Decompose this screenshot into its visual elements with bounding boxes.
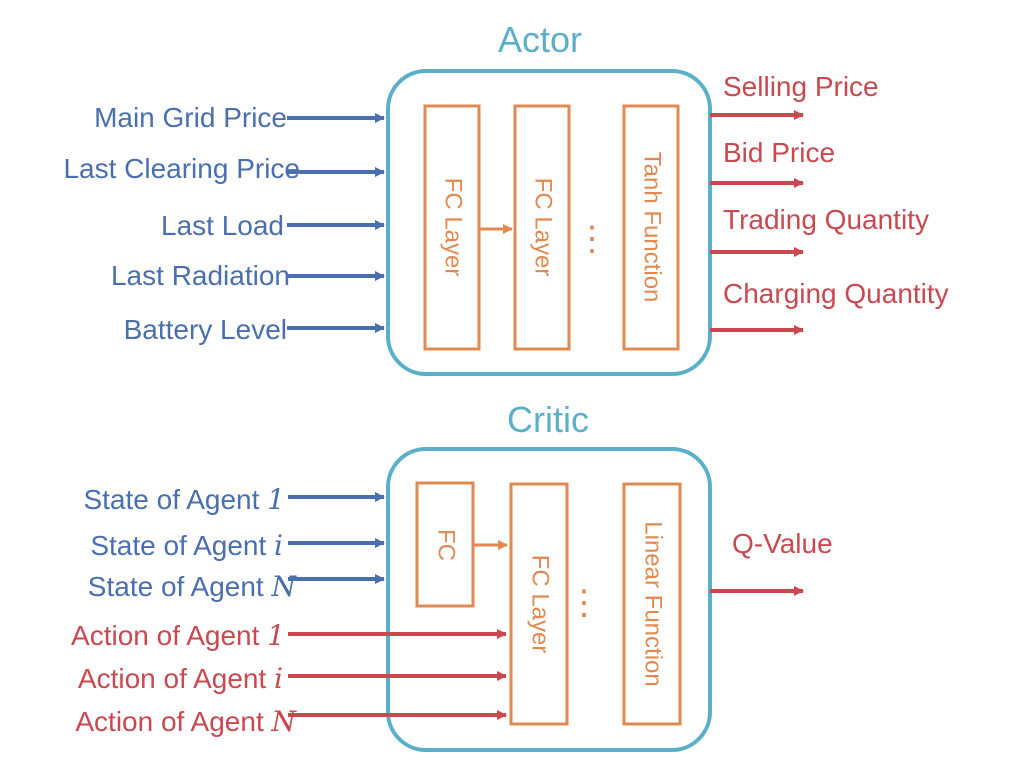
actor-fc-layer-2-label: FC Layer (530, 178, 557, 277)
critic-state-index-i: i (274, 529, 283, 562)
actor-ellipsis: ⋮ (575, 220, 609, 258)
actor-output-charging-quantity: Charging Quantity (723, 278, 949, 309)
actor-output-trading-quantity: Trading Quantity (723, 204, 929, 235)
critic-state-input-i: State of Agent i (90, 529, 283, 562)
critic-action-input-n: Action of Agent N (75, 705, 297, 738)
critic-title: Critic (507, 399, 589, 440)
actor-tanh-layer-label: Tanh Function (639, 152, 666, 303)
actor-input-battery-level: Battery Level (124, 314, 287, 345)
actor-tanh-layer-box (622, 104, 680, 351)
critic-action-input-1: Action of Agent 1 (71, 619, 285, 652)
critic-linear-layer-label: Linear Function (640, 521, 667, 686)
critic-linear-layer-box (622, 482, 682, 726)
critic-fc-layer-label: FC Layer (527, 555, 554, 654)
actor-input-last-clearing-price: Last Clearing Price (63, 153, 300, 184)
critic-module-box (386, 447, 712, 752)
critic-action-input-i: Action of Agent i (78, 662, 283, 695)
critic-state-input-n: State of Agent N (88, 570, 298, 603)
critic-action-index-i: i (274, 662, 283, 695)
actor-input-last-load: Last Load (161, 210, 284, 241)
critic-ellipsis: ⋮ (567, 584, 601, 622)
actor-input-main-grid-price: Main Grid Price (94, 102, 287, 133)
actor-title: Actor (498, 19, 582, 60)
critic-fc-box (415, 481, 475, 608)
critic-state-index-n: N (271, 570, 298, 603)
actor-input-last-radiation: Last Radiation (111, 260, 290, 291)
critic-state-input-1: State of Agent 1 (83, 483, 285, 516)
actor-fc-layer-1-label: FC Layer (440, 178, 467, 277)
critic-state-index-1: 1 (267, 483, 285, 516)
actor-fc-layer-2-box (513, 104, 571, 351)
actor-output-bid-price: Bid Price (723, 137, 835, 168)
actor-fc-layer-1-box (423, 104, 481, 351)
critic-action-index-1: 1 (267, 619, 285, 652)
critic-fc-label: FC (433, 529, 460, 561)
critic-fc-layer-box (509, 482, 569, 726)
actor-module-box (386, 69, 712, 376)
critic-output-q-value: Q-Value (732, 528, 833, 559)
actor-output-selling-price: Selling Price (723, 71, 879, 102)
critic-action-index-n: N (271, 705, 298, 738)
